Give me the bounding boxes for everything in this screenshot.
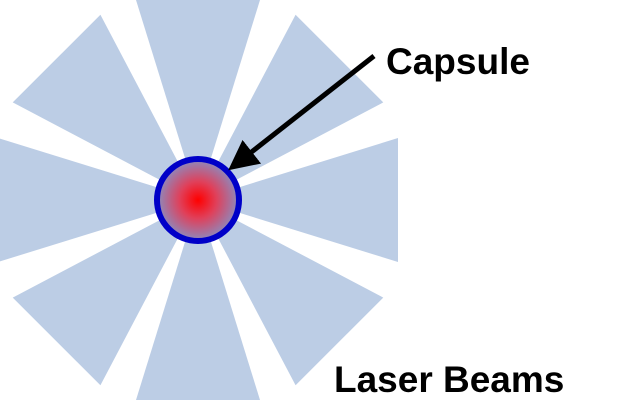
laser-beam: [12, 14, 198, 200]
capsule-arrow: [228, 54, 376, 171]
laser-beam: [0, 138, 198, 262]
laser-beam: [198, 200, 384, 386]
laser-beam: [12, 200, 198, 386]
laser-beams-label: Laser Beams: [334, 359, 564, 400]
laser-beam: [136, 0, 260, 200]
laser-beam: [198, 138, 398, 262]
laser-beams-group: [0, 0, 398, 400]
capsule-label: Capsule: [386, 41, 530, 82]
laser-beam: [136, 200, 260, 400]
capsule: [154, 156, 242, 244]
